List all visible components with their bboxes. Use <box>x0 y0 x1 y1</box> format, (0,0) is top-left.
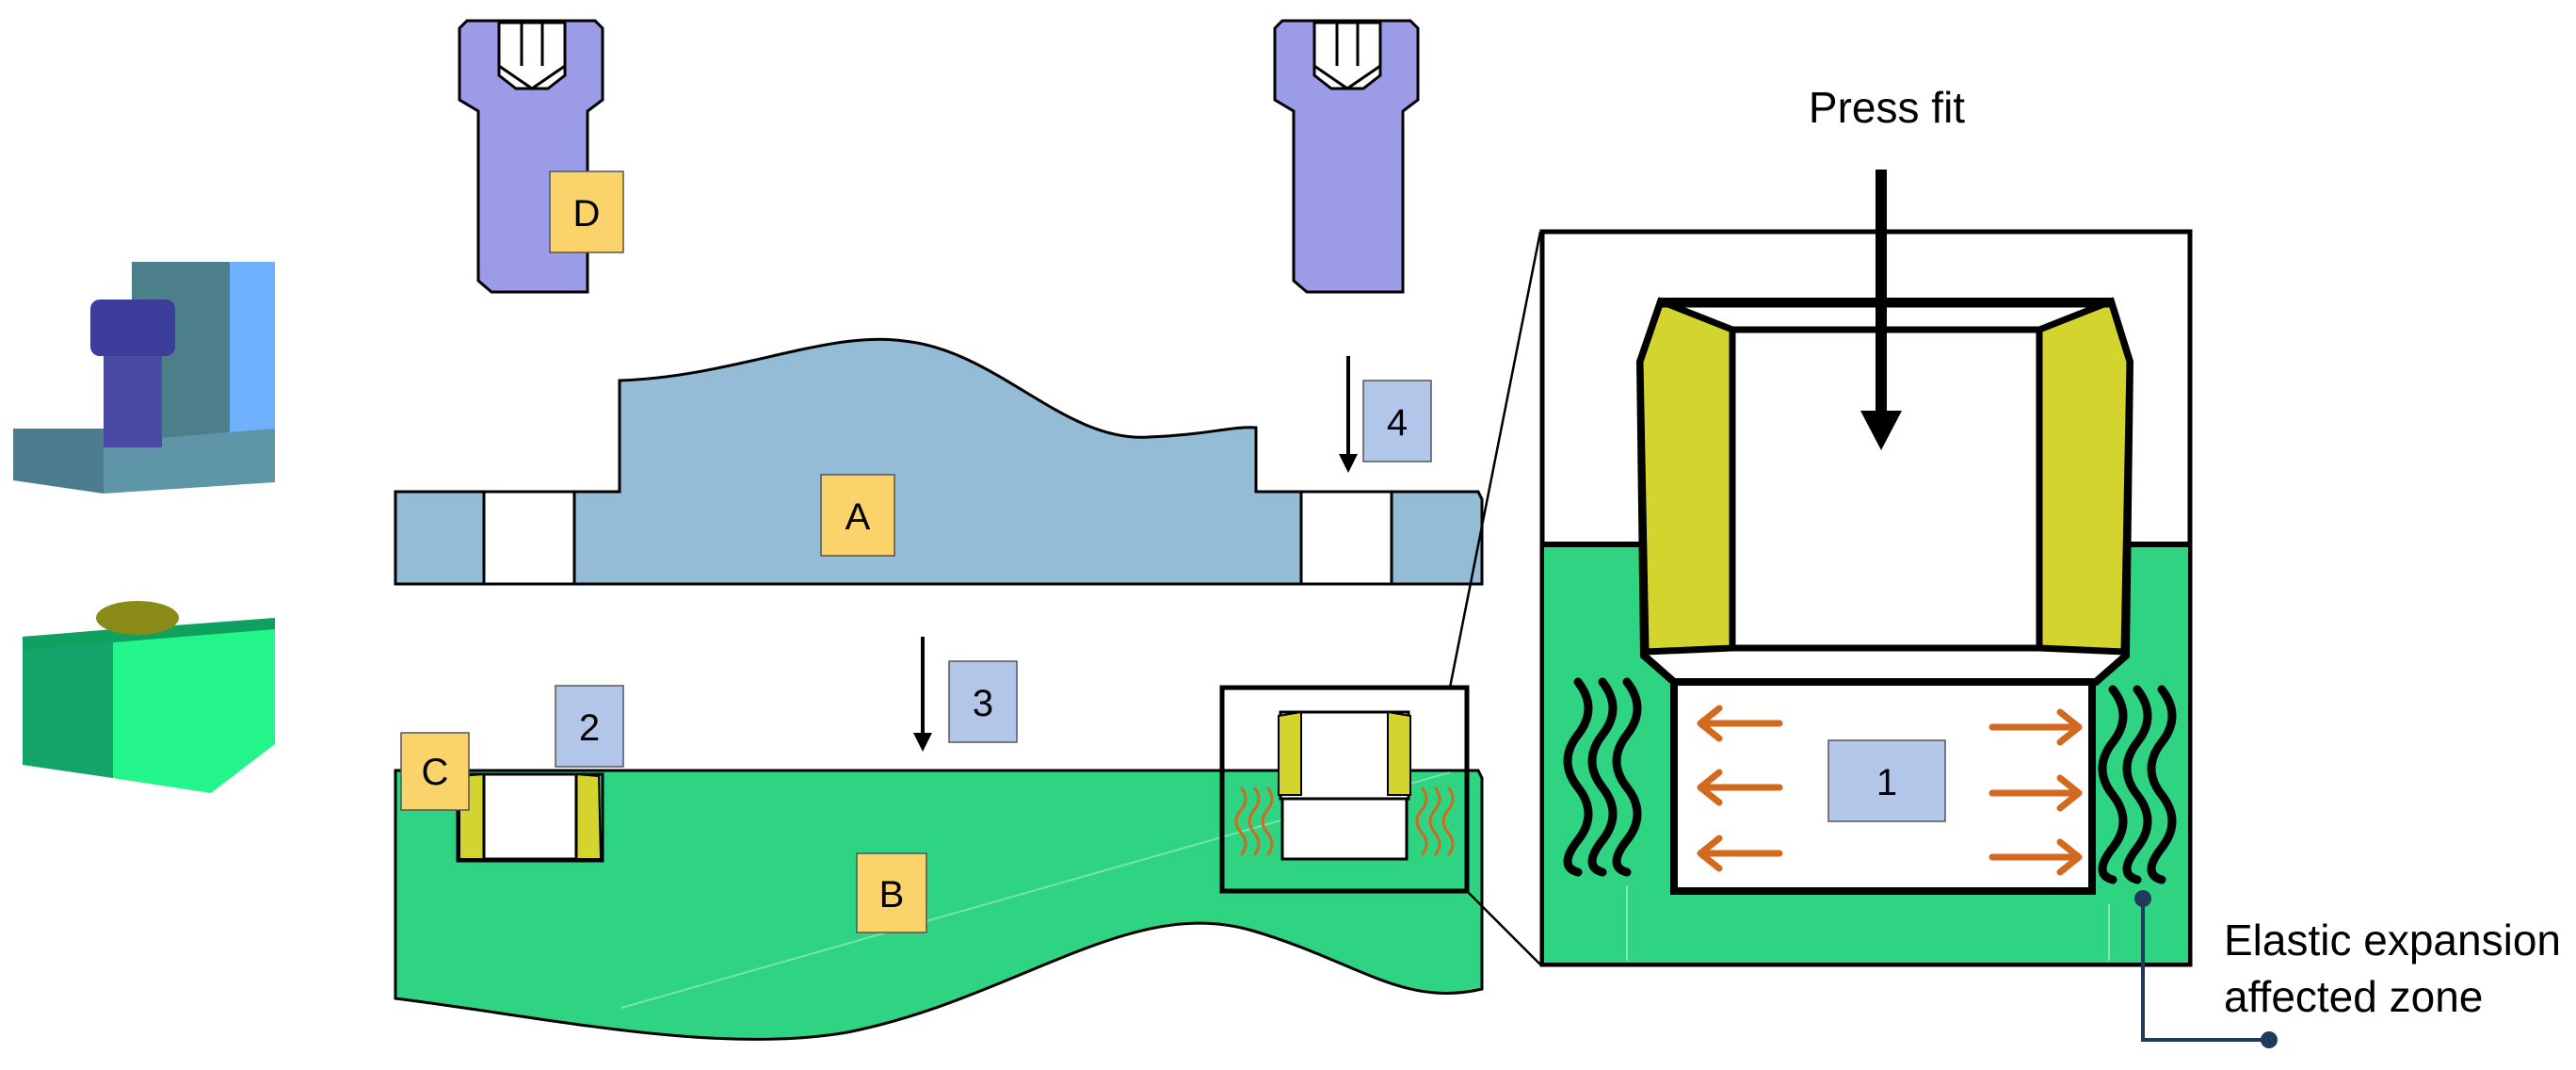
arrow-step-4 <box>1339 356 1358 473</box>
detail-sleeve-right-wall <box>2036 297 2133 656</box>
press-fit-caption: Press fit <box>1809 83 1965 132</box>
svg-text:B: B <box>879 874 905 916</box>
expansion-arrows-left <box>1697 705 1783 872</box>
svg-text:1: 1 <box>1876 762 1897 803</box>
label-step-3: 3 <box>948 660 1018 743</box>
elastic-note-line-1: Elastic expansion <box>2224 916 2561 965</box>
plate-a-hole-left <box>482 490 576 586</box>
plate-a <box>394 337 1484 586</box>
insert-c-right-wall <box>575 772 603 860</box>
detail-sleeve-left-wall <box>1636 297 1736 656</box>
plate-a-hole-right <box>1299 490 1393 586</box>
label-step-2: 2 <box>555 685 624 768</box>
label-b: B <box>856 852 927 933</box>
label-d: D <box>549 170 624 253</box>
svg-text:2: 2 <box>579 707 600 749</box>
elastic-wave-left <box>1563 677 1642 877</box>
detail-view <box>1539 170 2193 967</box>
zoom-source-box <box>1219 685 1470 894</box>
svg-text:4: 4 <box>1387 402 1408 444</box>
expansion-arrows-right <box>1988 708 2083 876</box>
insert-3d-icon <box>96 601 179 635</box>
svg-text:3: 3 <box>973 683 993 724</box>
small-wave-left <box>1234 786 1274 856</box>
press-arrow <box>1860 170 1902 450</box>
svg-text:A: A <box>845 496 871 538</box>
block-b <box>394 710 1484 1041</box>
zoom-connector-top <box>1448 231 1542 689</box>
small-wave-right <box>1415 786 1455 856</box>
arrow-step-3 <box>913 637 932 752</box>
svg-text:D: D <box>573 193 601 235</box>
label-a: A <box>820 474 895 557</box>
elastic-wave-right <box>2098 685 2177 884</box>
bolt-right <box>1273 19 1420 294</box>
leader-line <box>2134 890 2278 1048</box>
elastic-note-line-2: affected zone <box>2224 972 2483 1021</box>
block-3d-thumbnail <box>23 601 275 793</box>
svg-text:C: C <box>422 752 449 793</box>
label-c: C <box>400 732 470 811</box>
label-step-4: 4 <box>1362 380 1432 462</box>
bracket-3d-thumbnail <box>13 262 275 494</box>
zoom-connector-bottom <box>1464 888 1541 965</box>
label-step-1: 1 <box>1827 739 1946 822</box>
